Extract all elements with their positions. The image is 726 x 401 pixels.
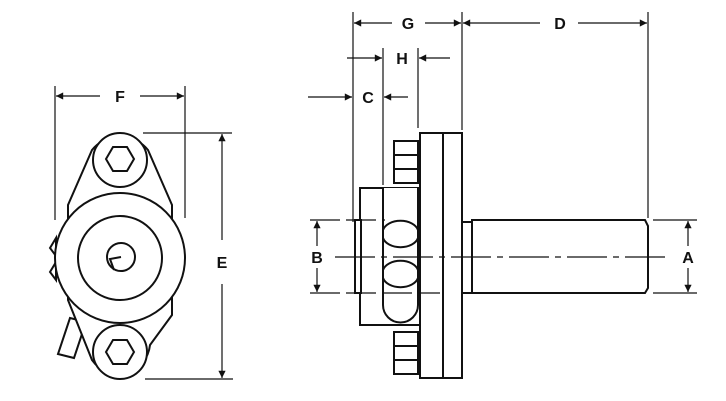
front-view: F E [48, 86, 233, 380]
dimension-label-h: H [396, 51, 408, 68]
top-bolt-icon [393, 140, 419, 184]
hub-inner-circle [77, 215, 163, 301]
dimension-label-a: A [682, 250, 694, 267]
flange [419, 132, 463, 379]
shaft-bore-icon [106, 242, 136, 272]
bottom-lug [92, 324, 148, 380]
dimension-label-c: C [362, 90, 374, 107]
bottom-hex-bolt-icon [104, 339, 136, 365]
bottom-bolt-icon [393, 331, 419, 375]
top-hex-bolt-icon [104, 146, 136, 172]
dimension-label-e: E [217, 255, 228, 272]
dimension-label-d: D [554, 16, 566, 33]
clamp-channel [382, 188, 419, 324]
dimension-label-b: B [311, 250, 323, 267]
dimension-label-g: G [402, 16, 414, 33]
keyway [108, 256, 122, 271]
dimension-label-f: F [115, 89, 125, 106]
side-view: G D H C B A [308, 12, 697, 379]
top-lug [92, 132, 148, 188]
